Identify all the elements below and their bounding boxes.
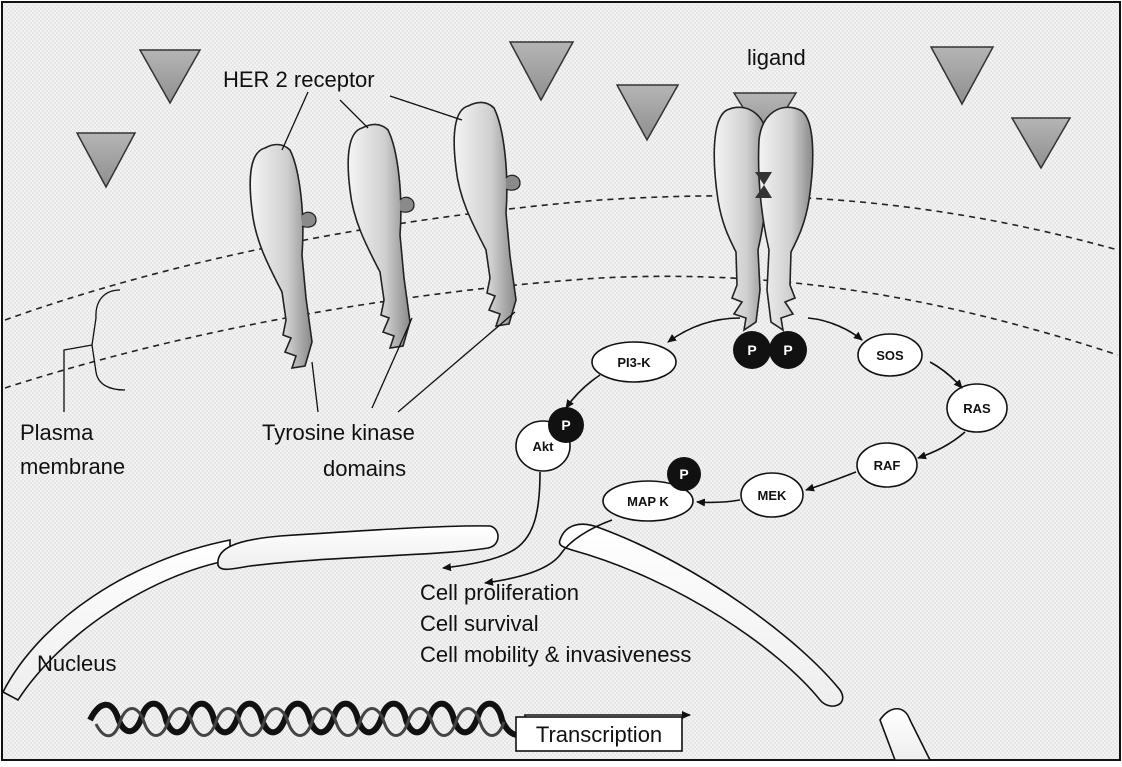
outcome-label: Cell proliferation (420, 580, 579, 605)
tyrosine-kinase-label: domains (323, 456, 406, 481)
plasma-membrane-label: Plasma (20, 420, 94, 445)
svg-text:RAS: RAS (963, 401, 991, 416)
phospho-group: P (769, 331, 807, 369)
svg-text:PI3-K: PI3-K (617, 355, 651, 370)
nucleus-label: Nucleus (37, 651, 116, 676)
ligand-label: ligand (747, 45, 806, 70)
svg-text:RAF: RAF (874, 458, 901, 473)
svg-text:Transcription: Transcription (536, 722, 662, 747)
node-sos: SOS (858, 334, 922, 376)
outcome-label: Cell survival (420, 611, 539, 636)
svg-text:P: P (561, 417, 570, 433)
svg-text:P: P (747, 342, 756, 358)
svg-text:MEK: MEK (758, 488, 788, 503)
plasma-membrane-label: membrane (20, 454, 125, 479)
transcription-box: Transcription (516, 717, 682, 751)
her2-receptor-label: HER 2 receptor (223, 67, 375, 92)
phospho-group: P (667, 457, 701, 491)
svg-text:Akt: Akt (533, 439, 555, 454)
node-pi3k: PI3-K (592, 342, 676, 382)
node-ras: RAS (947, 384, 1007, 432)
phospho-group: P (548, 407, 584, 443)
svg-text:P: P (679, 466, 688, 482)
phospho-group: P (733, 331, 771, 369)
svg-text:SOS: SOS (876, 348, 904, 363)
node-mek: MEK (741, 473, 803, 517)
node-raf: RAF (857, 443, 917, 487)
outcome-label: Cell mobility & invasiveness (420, 642, 691, 667)
svg-text:P: P (783, 342, 792, 358)
tyrosine-kinase-label: Tyrosine kinase (262, 420, 415, 445)
svg-text:MAP K: MAP K (627, 494, 669, 509)
